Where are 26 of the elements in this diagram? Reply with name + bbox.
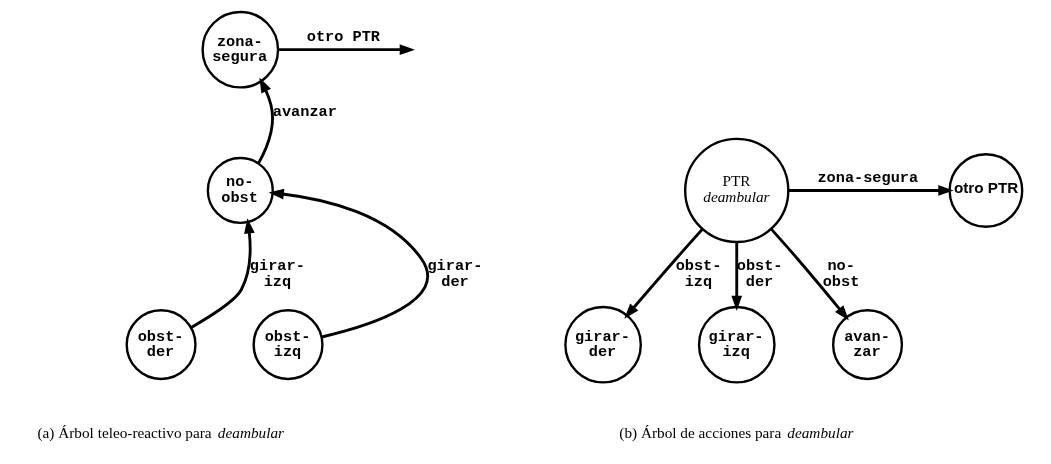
edge-label: otro PTR — [306, 27, 380, 46]
arrow — [190, 218, 255, 329]
arrow — [256, 77, 274, 165]
arrow — [277, 44, 415, 55]
edge-label: avanzar — [272, 102, 337, 121]
edge-label: girar- der — [426, 257, 482, 291]
node-circle: zona- segura — [200, 10, 279, 89]
node-circle: otro PTR — [947, 153, 1023, 228]
node-circle: no- obst — [206, 156, 274, 225]
node-circle: avan- zar — [831, 309, 903, 381]
node-circle: girar- izq — [697, 305, 776, 384]
arrow — [730, 242, 742, 311]
arrow — [787, 185, 954, 196]
node-circle: obst- izq — [252, 309, 324, 381]
arrow — [623, 228, 703, 319]
label: (b) Árbol de acciones para deambular — [618, 423, 853, 441]
arrow — [268, 188, 429, 339]
edge-label: girar- izq — [249, 257, 305, 291]
edge-label: zona-segura — [816, 168, 918, 187]
node-circle: obst- der — [125, 309, 197, 381]
edge-label: obst- izq — [675, 257, 721, 291]
node-circle: PTR deambular — [683, 137, 789, 244]
label: (a) Árbol teleo-reactivo para deambular — [36, 423, 284, 441]
edge-label: obst- der — [736, 257, 783, 291]
arrow — [769, 228, 849, 321]
edge-label: no- obst — [822, 257, 859, 291]
